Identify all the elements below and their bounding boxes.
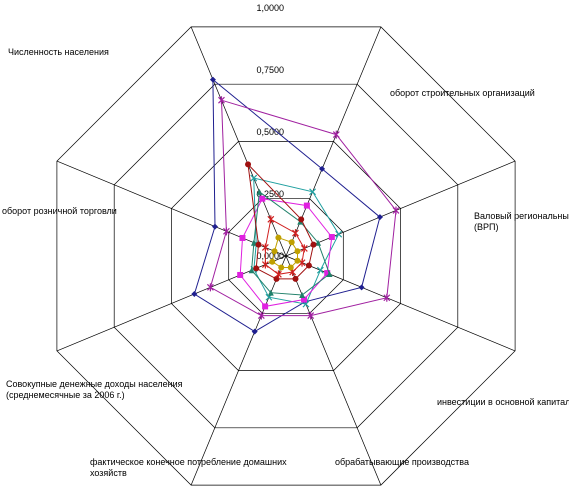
data-point	[209, 76, 216, 83]
series-8	[269, 234, 301, 271]
data-point	[223, 227, 230, 236]
data-point	[309, 188, 316, 196]
axis-label-6: фактическое конечное потребление домашни…	[90, 457, 287, 478]
tick-label: 0,2500	[256, 189, 284, 199]
spoke-4	[285, 255, 516, 352]
data-point	[239, 234, 246, 241]
data-point	[319, 165, 326, 172]
data-point	[257, 311, 265, 320]
data-point	[294, 248, 301, 255]
data-point	[310, 241, 317, 248]
data-point	[248, 267, 255, 274]
axis-label-2: оборот строительных организаций	[390, 88, 535, 98]
data-point	[275, 234, 282, 241]
data-point	[267, 215, 275, 224]
data-point	[261, 260, 269, 269]
data-point	[303, 202, 310, 209]
data-point	[271, 248, 278, 255]
data-point	[211, 223, 218, 230]
tick-label: 1,0000	[256, 3, 284, 13]
data-point	[287, 264, 294, 271]
axis-label-5: обрабатывающие производства	[335, 457, 469, 467]
data-point	[255, 241, 262, 248]
data-point	[278, 264, 285, 271]
series-4	[237, 195, 335, 310]
data-point	[328, 234, 335, 241]
data-point	[269, 258, 276, 265]
data-point	[358, 284, 365, 291]
data-point	[292, 275, 299, 282]
spoke-1	[190, 26, 287, 257]
data-point	[307, 311, 315, 320]
data-point	[292, 229, 299, 238]
series-6	[245, 161, 317, 282]
data-point	[218, 96, 225, 105]
data-point	[191, 290, 198, 297]
data-point	[315, 239, 322, 246]
data-point	[392, 206, 400, 215]
data-point	[206, 283, 214, 292]
data-point	[305, 262, 312, 269]
series-line	[239, 198, 333, 307]
spoke-8	[56, 160, 287, 257]
axis-label-3: Валовый региональный продукт(ВРП)	[474, 211, 569, 232]
data-point	[298, 216, 305, 223]
data-point	[250, 239, 257, 246]
data-point	[267, 289, 274, 296]
data-point	[261, 243, 269, 252]
data-point	[324, 270, 331, 277]
axis-label-4: инвестиции в основной капитал	[437, 397, 569, 407]
radar-axis-labels: Численность населения оборот строительных…	[2, 47, 569, 478]
data-point	[288, 239, 295, 246]
axis-label-1: Численность населения	[8, 47, 109, 57]
series-2	[206, 96, 400, 320]
data-point	[256, 188, 263, 195]
tick-label: 0,7500	[256, 65, 284, 75]
data-point	[326, 271, 333, 278]
spoke-7	[56, 255, 287, 352]
series-line	[264, 218, 305, 275]
data-point	[237, 271, 244, 278]
tick-label: 0,0000	[256, 251, 284, 261]
radar-tick-labels: 0,0000 0,2500 0,5000 0,7500 1,0000	[256, 3, 284, 261]
series-1	[191, 76, 383, 335]
axis-label-8: оборот розничной торговли	[2, 206, 117, 216]
tick-label: 0,5000	[256, 127, 284, 137]
data-point	[253, 265, 260, 272]
series-7	[261, 215, 308, 279]
data-point	[383, 293, 391, 302]
data-point	[335, 230, 343, 238]
data-point	[294, 257, 301, 264]
data-point	[316, 266, 324, 274]
data-point	[259, 195, 266, 202]
data-point	[300, 244, 308, 253]
data-point	[376, 214, 383, 221]
data-point	[301, 296, 308, 303]
spoke-3	[285, 160, 516, 257]
data-point	[251, 328, 258, 335]
data-point	[332, 130, 340, 139]
data-point	[299, 291, 306, 298]
data-point	[250, 174, 258, 182]
radar-series	[191, 76, 400, 335]
data-point	[245, 161, 252, 168]
data-point	[262, 303, 269, 310]
data-point	[274, 270, 282, 279]
axis-label-7: Совокупные денежные доходы населения(сре…	[6, 379, 183, 400]
